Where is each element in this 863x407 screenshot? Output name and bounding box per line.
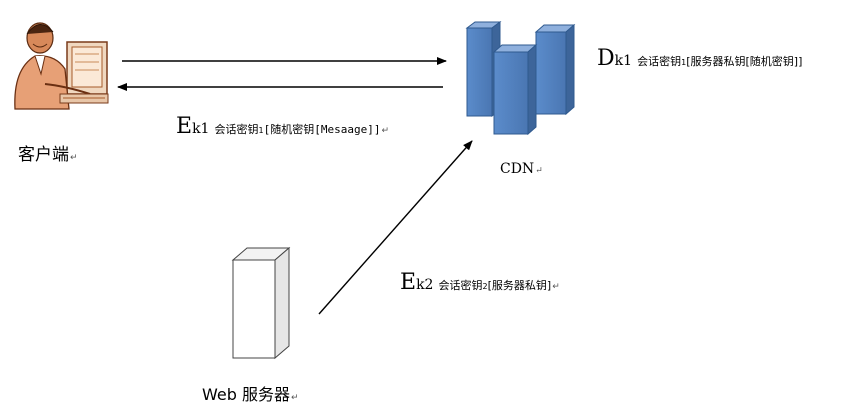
dk1-letter: D (597, 46, 615, 71)
dk1-annotation: Dk1 会话密钥1[服务器私钥[随机密钥]] (597, 48, 802, 70)
return-mark: ↵ (290, 393, 299, 403)
ek1-rest: [随机密钥[Mesaage]] (263, 123, 381, 136)
ek1-number: 1 (258, 126, 264, 135)
web-server-icon (231, 246, 291, 360)
return-mark: ↵ (70, 153, 78, 163)
ek1-letter: E (176, 114, 193, 139)
ek2-number: 2 (482, 282, 488, 291)
client-label-text: 客户端 (18, 145, 69, 165)
server-label-text: Web 服务器 (202, 385, 290, 404)
ek1-annotation: Ek1 会话密钥1[随机密钥[Mesaage]]↵ (176, 116, 389, 138)
dk1-subscript: k1 (614, 53, 633, 69)
ek2-annotation: Ek2 会话密钥2[服务器私钥]↵ (400, 272, 560, 294)
client-label: 客户端↵ (18, 140, 78, 165)
ek2-letter: E (400, 270, 417, 295)
return-mark: ↵ (381, 126, 390, 136)
dk1-rest: [服务器私钥[随机密钥]] (686, 55, 803, 68)
return-mark: ↵ (552, 282, 560, 292)
cdn-server-cluster-icon (465, 21, 576, 136)
arrow-server-to-cdn (318, 140, 473, 315)
cdn-label: CDN↵ (500, 161, 543, 177)
return-mark: ↵ (535, 166, 543, 176)
dk1-prefix: 会话密钥 (637, 55, 682, 68)
client-user-illustration (14, 22, 109, 110)
cdn-label-text: CDN (500, 161, 535, 177)
ek2-subscript: k2 (416, 277, 434, 293)
ek2-rest: [服务器私钥] (487, 279, 552, 292)
dk1-number: 1 (681, 58, 687, 67)
ek1-prefix: 会话密钥 (214, 123, 259, 136)
ek2-prefix: 会话密钥 (438, 279, 483, 292)
ek1-subscript: k1 (192, 121, 210, 137)
server-label: Web 服务器↵ (202, 381, 299, 405)
